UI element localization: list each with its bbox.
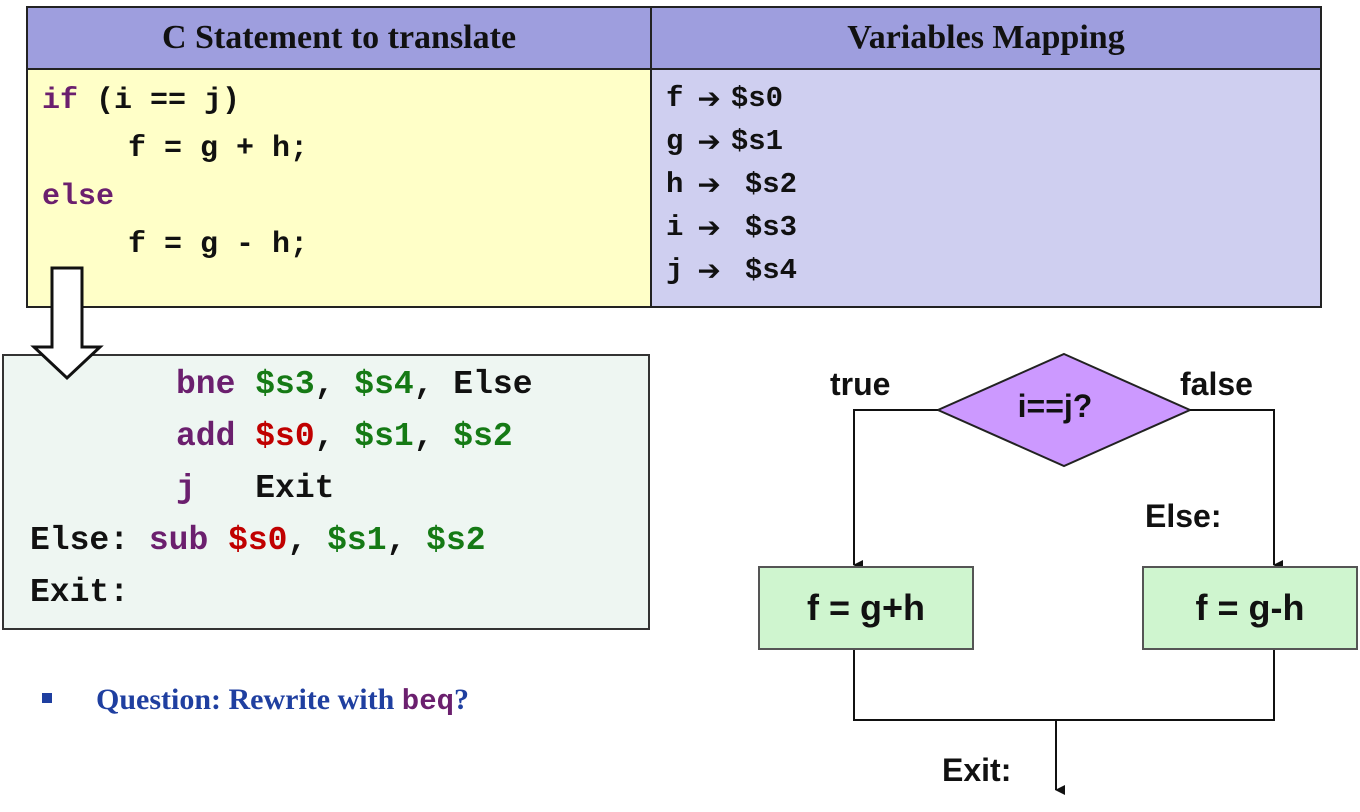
mapping-row: i ➔ $s3	[666, 211, 797, 244]
question-end: ?	[454, 683, 470, 716]
mapping-reg: $s0	[730, 82, 784, 115]
asm-opcode: j	[176, 470, 196, 507]
false-label: false	[1180, 366, 1253, 402]
asm-line-exit: Exit:	[30, 574, 129, 611]
asm-register: $s4	[354, 366, 414, 403]
variables-mapping-cell: f ➔ $s0 g ➔ $s1 h ➔ $s2 i ➔ $s3 j ➔ $s4	[652, 70, 1320, 306]
asm-line-jump: j Exit	[176, 470, 334, 507]
else-keyword: else	[42, 180, 115, 214]
mapping-var: f	[666, 82, 684, 115]
assembly-code-box: bne $s3, $s4, Else add $s0, $s1, $s2 j E…	[2, 354, 650, 630]
true-label: true	[830, 366, 891, 402]
c-code-line-1: if (i == j)	[42, 84, 240, 118]
asm-label: Else:	[30, 522, 130, 559]
question-text: Question: Rewrite with	[96, 683, 402, 716]
right-arrow-icon: ➔	[697, 168, 721, 201]
mapping-row: j ➔ $s4	[666, 254, 797, 287]
asm-opcode: bne	[176, 366, 236, 403]
c-code-line-2: f = g + h;	[128, 132, 309, 166]
mapping-var: g	[666, 125, 684, 158]
asm-separator: ,	[314, 418, 355, 455]
asm-line-bne: bne $s3, $s4, Else	[176, 366, 533, 403]
if-keyword: if	[42, 84, 79, 118]
variables-mapping-header: Variables Mapping	[652, 8, 1320, 70]
c-statement-header: C Statement to translate	[28, 8, 652, 70]
else-label: Else:	[1145, 498, 1222, 534]
if-condition: (i == j)	[78, 84, 241, 118]
asm-register: $s0	[228, 522, 288, 559]
asm-register: $s1	[327, 522, 387, 559]
translation-table: C Statement to translate Variables Mappi…	[26, 6, 1322, 308]
right-arrow-icon: ➔	[697, 211, 721, 244]
asm-separator: ,	[287, 522, 328, 559]
asm-opcode: sub	[148, 522, 209, 559]
asm-line-sub: Else: sub $s0, $s1, $s2	[30, 522, 486, 559]
asm-opcode: add	[176, 418, 236, 455]
c-code-cell: if (i == j) f = g + h; else f = g - h;	[28, 70, 652, 306]
right-arrow-icon: ➔	[697, 254, 721, 287]
condition-text: i==j?	[1017, 388, 1093, 424]
asm-line-add: add $s0, $s1, $s2	[176, 418, 513, 455]
asm-label-ref: Else	[453, 366, 533, 403]
exit-label: Exit:	[942, 752, 1012, 788]
mapping-var: h	[666, 168, 684, 201]
false-action-box: f = g-h	[1142, 566, 1358, 650]
asm-separator: ,	[386, 522, 427, 559]
asm-register: $s3	[255, 366, 315, 403]
mapping-row: g ➔ $s1	[666, 125, 783, 158]
bullet-icon	[42, 693, 52, 704]
mapping-row: f ➔ $s0	[666, 82, 783, 115]
asm-separator: ,	[413, 418, 454, 455]
true-action-box: f = g+h	[758, 566, 974, 650]
asm-register: $s0	[255, 418, 315, 455]
right-arrow-icon: ➔	[697, 125, 721, 158]
question-bullet: Question: Rewrite with beq?	[42, 683, 469, 718]
mapping-reg: $s3	[744, 211, 798, 244]
mapping-reg: $s1	[730, 125, 784, 158]
question-code: beq	[401, 685, 455, 718]
mapping-reg: $s2	[744, 168, 798, 201]
c-code-line-4: f = g - h;	[128, 228, 309, 262]
mapping-reg: $s4	[744, 254, 798, 287]
mapping-var: i	[666, 211, 684, 244]
asm-label: Exit:	[30, 574, 130, 611]
asm-register: $s1	[354, 418, 414, 455]
mapping-row: h ➔ $s2	[666, 168, 797, 201]
asm-label-ref: Exit	[255, 470, 335, 507]
asm-register: $s2	[426, 522, 486, 559]
mapping-var: j	[666, 254, 684, 287]
asm-register: $s2	[453, 418, 513, 455]
right-arrow-icon: ➔	[697, 82, 721, 115]
asm-separator: ,	[314, 366, 355, 403]
asm-separator: ,	[413, 366, 454, 403]
